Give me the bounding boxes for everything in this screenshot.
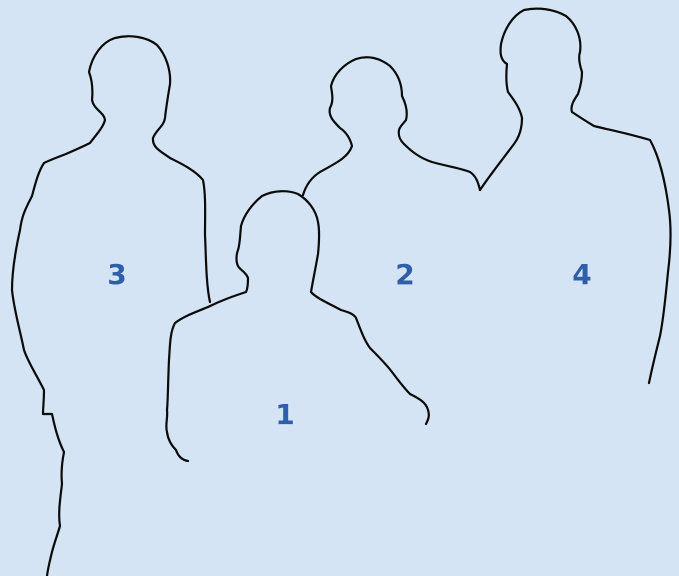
person-1-number-label: 1 [275, 401, 294, 429]
person-3-number-label: 3 [107, 261, 126, 289]
person-3-silhouette [12, 36, 210, 576]
person-4-number-label: 4 [572, 261, 591, 289]
person-2-silhouette [303, 57, 480, 195]
person-4-silhouette [480, 9, 671, 383]
person-2-number-label: 2 [395, 261, 414, 289]
